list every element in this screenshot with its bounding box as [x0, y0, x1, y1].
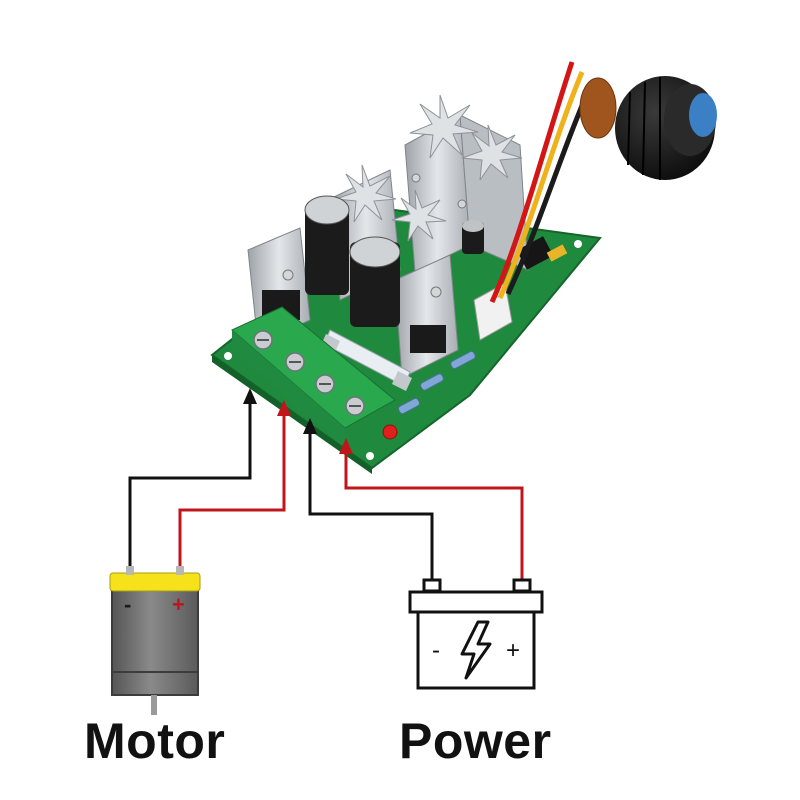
terminal-block [231, 306, 396, 448]
ic-chip [516, 236, 554, 270]
heatsink [247, 94, 529, 379]
motor-label: Motor [84, 713, 226, 769]
potentiometer-knob [489, 61, 717, 304]
motor-end-cap [109, 572, 201, 592]
battery-plus-sign: + [506, 637, 520, 664]
wire-motor-positive [178, 412, 286, 572]
motor-plus-sign: + [172, 592, 185, 617]
lightning-bolt [460, 620, 492, 680]
battery-minus-sign: - [432, 637, 440, 664]
led-indicator [382, 424, 398, 440]
dc-motor: - + [109, 566, 201, 715]
wire-motor-negative [128, 400, 252, 572]
fuse [320, 329, 412, 391]
arrowheads [243, 388, 353, 454]
battery-lightning-icon: - + [408, 578, 544, 690]
motor-minus-sign: - [124, 592, 131, 617]
capacitor [304, 195, 484, 327]
resistor [397, 350, 476, 415]
power-label: Power [399, 713, 552, 769]
wire-power-positive [344, 450, 524, 582]
wiring [128, 400, 524, 582]
wire-power-negative [308, 430, 434, 582]
